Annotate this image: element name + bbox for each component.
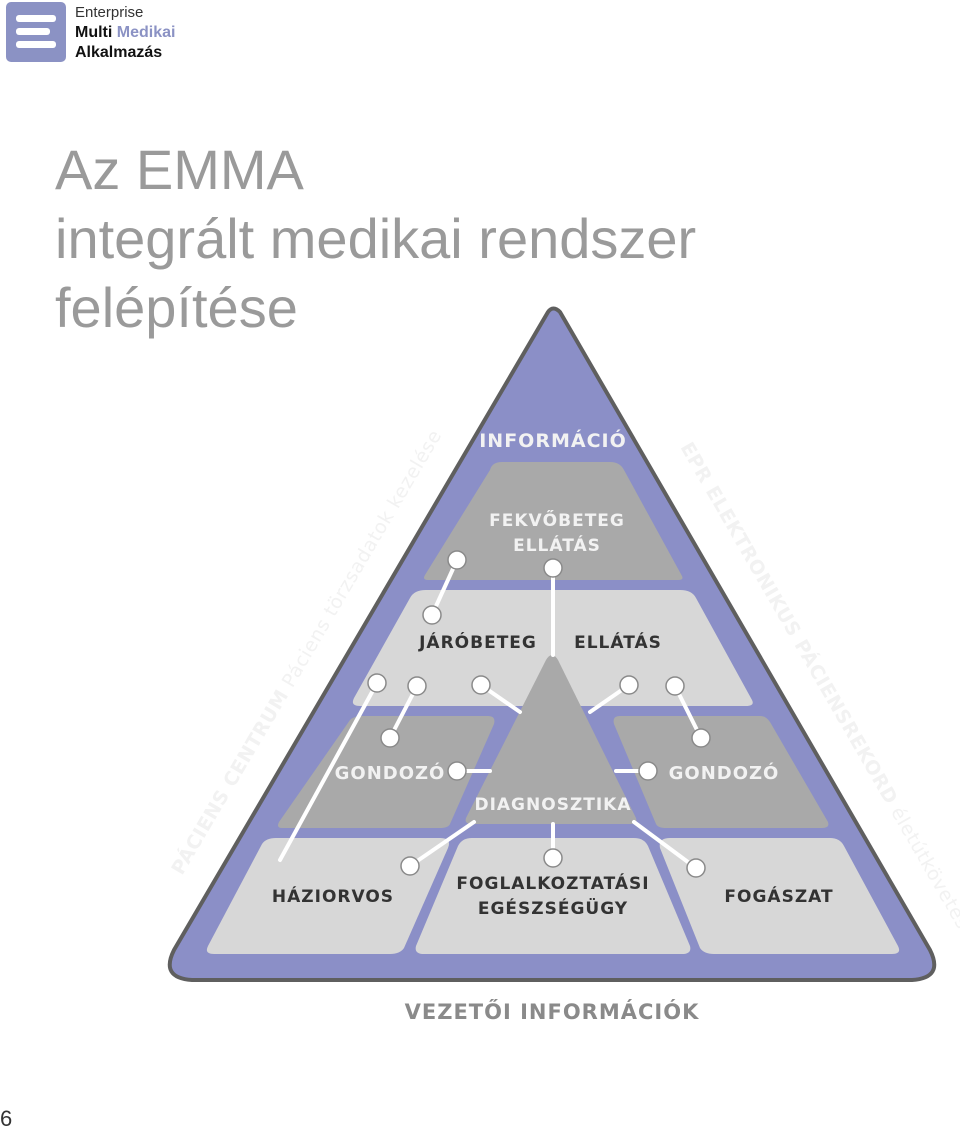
block-diagnosztika [465, 655, 637, 824]
page-title: Az EMMA integrált medikai rendszer felép… [55, 135, 696, 342]
logo-line-2: Multi Medikai [75, 24, 176, 41]
title-line-1: Az EMMA [55, 138, 304, 201]
label-fogaszat: FOGÁSZAT [724, 885, 833, 907]
title-line-3: felépítése [55, 276, 298, 339]
title-line-2: integrált medikai rendszer [55, 207, 697, 270]
label-informacio: INFORMÁCIÓ [479, 428, 627, 452]
block-gondozo-right [613, 716, 829, 828]
block-haziorvos [206, 838, 449, 954]
block-gondozo-left [278, 716, 495, 828]
logo: Enterprise Multi Medikai Alkalmazás [6, 2, 206, 66]
label-ellatas: ELLÁTÁS [574, 631, 662, 653]
connector-nodes [367, 550, 711, 878]
label-jarobeteg: JÁRÓBETEG [418, 631, 537, 653]
page-number: 6 [0, 1106, 13, 1131]
block-fekvobeteg [424, 462, 683, 580]
block-fogaszat [659, 838, 900, 954]
logo-text: Enterprise Multi Medikai Alkalmazás [75, 3, 175, 63]
label-gondozo-left: GONDOZÓ [335, 762, 446, 784]
label-haziorvos: HÁZIORVOS [272, 885, 394, 907]
logo-line-3: Alkalmazás [75, 44, 163, 61]
logo-icon [6, 2, 66, 62]
label-fekvobeteg-1: FEKVŐBETEG [489, 509, 625, 531]
label-foglalkoztatasi-2: EGÉSZSÉGÜGY [478, 897, 628, 919]
label-gondozo-right: GONDOZÓ [669, 762, 780, 784]
label-foglalkoztatasi-1: FOGLALKOZTATÁSI [456, 872, 649, 894]
logo-line-1: Enterprise [75, 4, 144, 21]
label-vezetoi-informaciok: VEZETŐI INFORMÁCIÓK [405, 999, 700, 1024]
block-foglalkoztatasi [415, 838, 691, 954]
label-diagnosztika: DIAGNOSZTIKA [474, 795, 631, 815]
label-fekvobeteg-2: ELLÁTÁS [513, 534, 601, 556]
